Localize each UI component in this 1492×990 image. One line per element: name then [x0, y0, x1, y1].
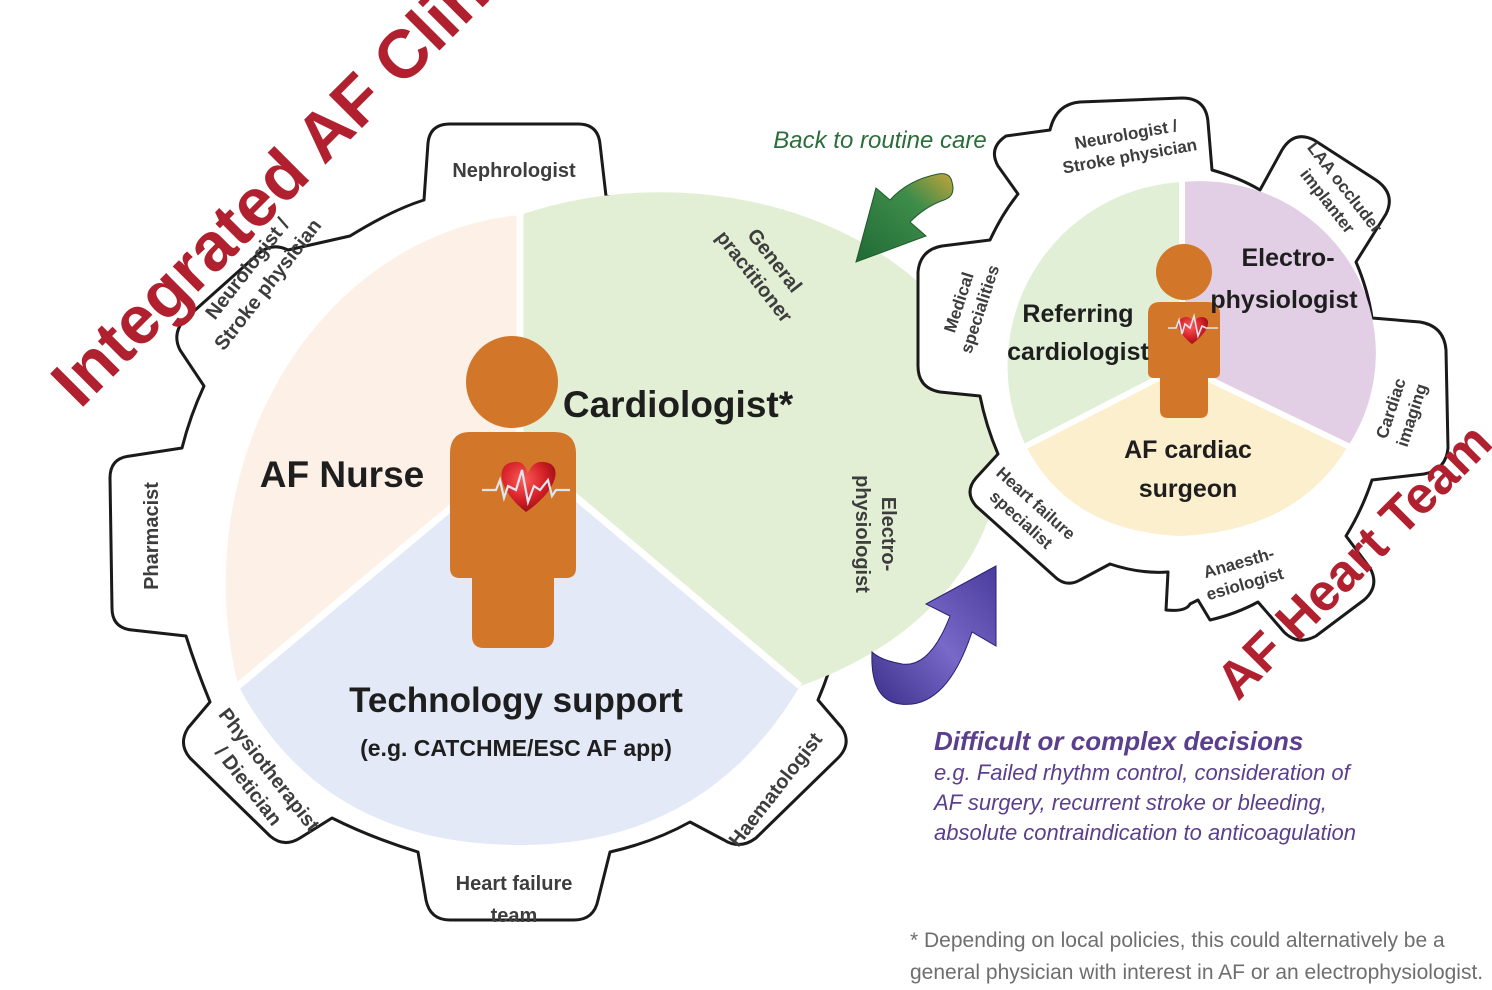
tooth-heart-failure-line1: Heart failure [456, 873, 573, 895]
label-referring-cardiologist-2: cardiologist [1007, 338, 1149, 366]
sector-electrophysiologist [1182, 181, 1376, 446]
ecg-line-icon-small [1168, 312, 1218, 339]
tooth-electrophysiologist: Electro- physiologist [851, 475, 899, 593]
ht-divider-2 [1022, 363, 1184, 450]
footnote-line2: general physician with interest in AF or… [910, 961, 1483, 984]
sector-referring-cardiologist [1007, 182, 1182, 446]
footnote-line1: * Depending on local policies, this coul… [910, 929, 1445, 952]
difficult-line3: absolute contraindication to anticoagula… [934, 820, 1356, 845]
label-technology-example: (e.g. CATCHME/ESC AF app) [360, 735, 672, 761]
ht-divider-3 [1180, 363, 1352, 450]
difficult-title: Difficult or complex decisions [934, 726, 1303, 756]
label-ht-electrophysiologist-2: physiologist [1210, 286, 1358, 314]
label-af-cardiac-surgeon-1: AF cardiac [1124, 436, 1252, 464]
label-ht-electrophysiologist-1: Electro- [1241, 244, 1334, 272]
label-technology-support: Technology support [349, 681, 683, 720]
sector-cardiologist [520, 192, 1001, 687]
difficult-decisions-text: Difficult or complex decisions e.g. Fail… [932, 726, 1356, 845]
difficult-line2: AF surgery, recurrent stroke or bleeding… [932, 790, 1327, 815]
label-af-nurse: AF Nurse [260, 454, 424, 495]
tooth-heart-failure-line2: team [491, 905, 538, 927]
sector-af-nurse [225, 215, 521, 685]
ecg-line-icon [482, 469, 570, 507]
clinic-gear: AF Nurse Cardiologist* Technology suppor… [108, 122, 1001, 927]
label-af-cardiac-surgeon-2: surgeon [1139, 475, 1238, 503]
svg-text:Pharmacist: Pharmacist [141, 482, 163, 590]
label-cardiologist: Cardiologist* [563, 384, 794, 425]
heart-icon [501, 461, 556, 512]
arrow-difficult-decisions [871, 565, 997, 705]
person-icon [450, 336, 576, 648]
tooth-nephrologist: Nephrologist [452, 160, 576, 182]
tooth-pharmacist: Pharmacist [141, 482, 163, 590]
difficult-line1: e.g. Failed rhythm control, consideratio… [934, 760, 1353, 785]
person-icon-small [1148, 244, 1220, 418]
label-back-to-routine-care: Back to routine care [773, 127, 986, 154]
tooth-ep-line1: Electro- [877, 497, 899, 571]
tooth-ep-line2: physiologist [851, 475, 873, 593]
label-referring-cardiologist-1: Referring [1022, 300, 1133, 328]
arrow-back-to-routine-care [855, 173, 954, 263]
